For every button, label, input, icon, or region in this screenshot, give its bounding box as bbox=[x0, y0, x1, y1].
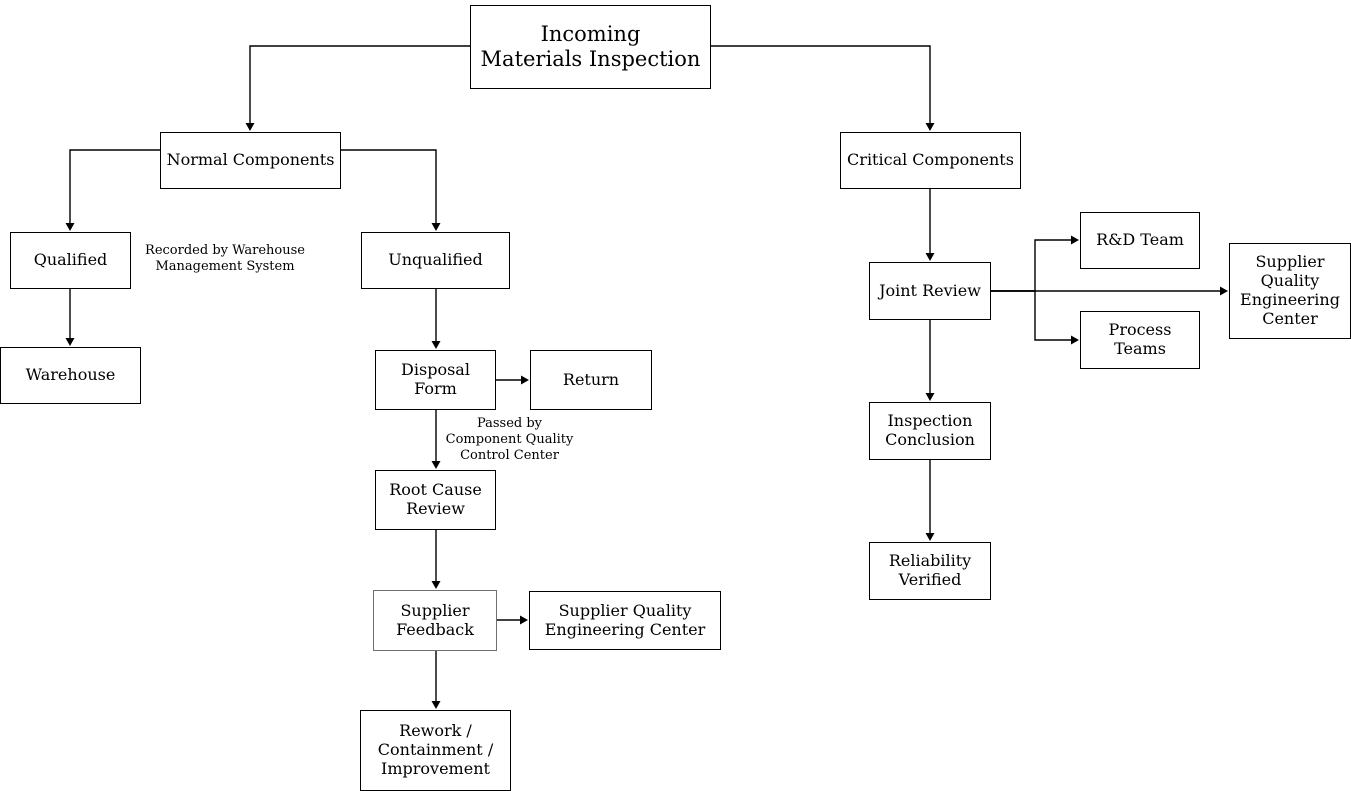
connector-normal-to-unqualified bbox=[341, 149, 437, 226]
arrow-rootcause bbox=[431, 461, 441, 469]
node-unqualified[interactable]: Unqualified bbox=[361, 232, 510, 289]
node-joint-review[interactable]: Joint Review bbox=[869, 262, 991, 320]
node-incoming-materials-inspection[interactable]: Incoming Materials Inspection bbox=[470, 5, 711, 89]
arrow-rework bbox=[431, 701, 441, 709]
arrow-process-teams bbox=[1071, 335, 1079, 345]
node-rework-containment-improvement[interactable]: Rework / Containment / Improvement bbox=[360, 710, 511, 791]
arrow-warehouse bbox=[65, 338, 75, 346]
node-supplier-quality-engineering-center-right[interactable]: Supplier Quality Engineering Center bbox=[1229, 243, 1351, 339]
arrow-reliability-verified bbox=[925, 533, 935, 541]
node-normal-components[interactable]: Normal Components bbox=[160, 132, 341, 189]
arrow-sqec-right bbox=[1220, 286, 1228, 296]
node-disposal-form[interactable]: Disposal Form bbox=[375, 350, 496, 410]
arrow-normal bbox=[245, 123, 255, 131]
connector-incoming-to-critical bbox=[711, 45, 931, 126]
edge-label-component-quality-control-center: Passed by Component Quality Control Cent… bbox=[445, 416, 574, 463]
arrow-supplier-feedback bbox=[431, 581, 441, 589]
edge-label-warehouse-management-system: Recorded by Warehouse Management System bbox=[145, 243, 305, 274]
node-process-teams[interactable]: Process Teams bbox=[1080, 311, 1200, 369]
connector-incoming-to-normal bbox=[249, 45, 470, 126]
connector-joint-review-to-process-teams bbox=[991, 290, 1074, 341]
connector-normal-to-qualified bbox=[69, 149, 160, 226]
arrow-disposal bbox=[431, 341, 441, 349]
node-root-cause-review[interactable]: Root Cause Review bbox=[375, 470, 496, 530]
arrow-rd-team bbox=[1071, 235, 1079, 245]
node-qualified[interactable]: Qualified bbox=[10, 232, 131, 289]
node-rd-team[interactable]: R&D Team bbox=[1080, 212, 1200, 269]
arrow-joint-review bbox=[925, 253, 935, 261]
node-supplier-quality-engineering-center-left[interactable]: Supplier Quality Engineering Center bbox=[529, 591, 721, 650]
arrow-return bbox=[521, 375, 529, 385]
connector-joint-review-to-rd-team bbox=[991, 239, 1074, 292]
node-warehouse[interactable]: Warehouse bbox=[0, 347, 141, 404]
node-critical-components[interactable]: Critical Components bbox=[840, 132, 1021, 189]
arrow-inspection-conclusion bbox=[925, 393, 935, 401]
arrow-sqec-left bbox=[520, 615, 528, 625]
node-supplier-feedback[interactable]: Supplier Feedback bbox=[373, 590, 497, 651]
node-reliability-verified[interactable]: Reliability Verified bbox=[869, 542, 991, 600]
arrow-unqualified bbox=[431, 223, 441, 231]
arrow-critical bbox=[925, 123, 935, 131]
node-inspection-conclusion[interactable]: Inspection Conclusion bbox=[869, 402, 991, 460]
arrow-qualified bbox=[65, 223, 75, 231]
node-return[interactable]: Return bbox=[530, 350, 652, 410]
